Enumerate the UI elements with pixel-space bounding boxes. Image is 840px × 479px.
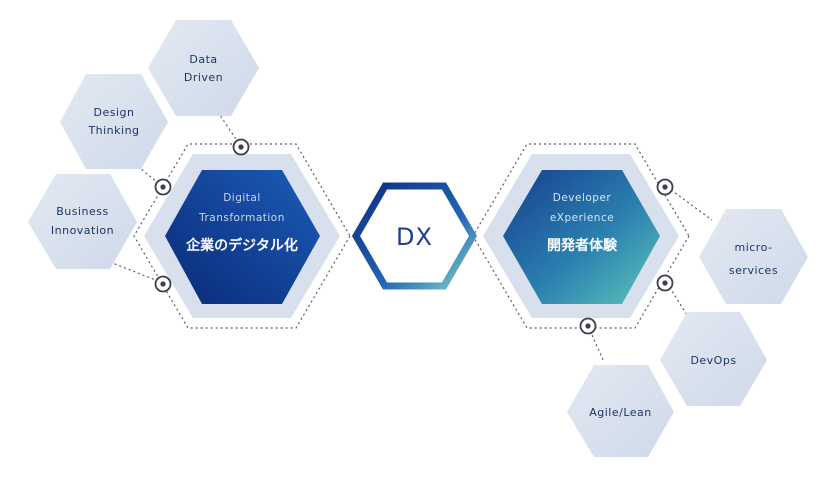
node-icon [154, 275, 172, 293]
center-dx: DX [351, 182, 478, 290]
hub-label-jp: 開発者体験 [547, 237, 618, 254]
satellite-devops: DevOps [660, 312, 767, 406]
satellite-agile-lean: Agile/Lean [567, 365, 674, 457]
satellite-label: Driven [184, 71, 223, 84]
hub-label-line1: Digital [223, 192, 261, 204]
node-icon [232, 138, 250, 156]
dx-hexagon-outline [351, 182, 478, 290]
node-icon [656, 178, 674, 196]
satellite-label: Design [94, 106, 135, 119]
hub-inner [165, 170, 320, 304]
hub-label-jp: 企業のデジタル化 [185, 237, 298, 254]
hub-label-line2: eXperience [550, 212, 614, 224]
satellite-label: DevOps [690, 354, 736, 367]
satellite-business-innovation: Business Innovation [28, 174, 137, 269]
satellite-label: Agile/Lean [589, 406, 652, 419]
hub-label-line2: Transformation [198, 212, 285, 224]
hub-label-line1: Developer [553, 192, 612, 204]
hub-developer-experience: Developer eXperience 開発者体験 [472, 143, 690, 329]
satellite-label: Data [189, 53, 217, 66]
satellite-data-driven: Data Driven [148, 20, 259, 116]
satellite-label: Thinking [87, 124, 139, 137]
node-icon [579, 317, 597, 335]
connector-nodes [154, 138, 674, 335]
satellite-label: Business [56, 205, 109, 218]
satellite-label: Innovation [51, 224, 114, 237]
hub-dotted-outline [133, 143, 351, 329]
dx-label: DX [396, 223, 433, 251]
satellite-microservices: micro- services [699, 209, 808, 304]
hub-digital-transformation: Digital Transformation 企業のデジタル化 [133, 143, 351, 329]
node-icon [154, 178, 172, 196]
hub-inner [503, 170, 660, 304]
node-icon [656, 274, 674, 292]
satellite-design-thinking: Design Thinking [60, 74, 168, 169]
satellite-label: micro- [734, 241, 772, 254]
connector-business-innovation [109, 261, 164, 284]
connector-microservices [666, 186, 713, 221]
satellite-label: services [729, 264, 778, 277]
